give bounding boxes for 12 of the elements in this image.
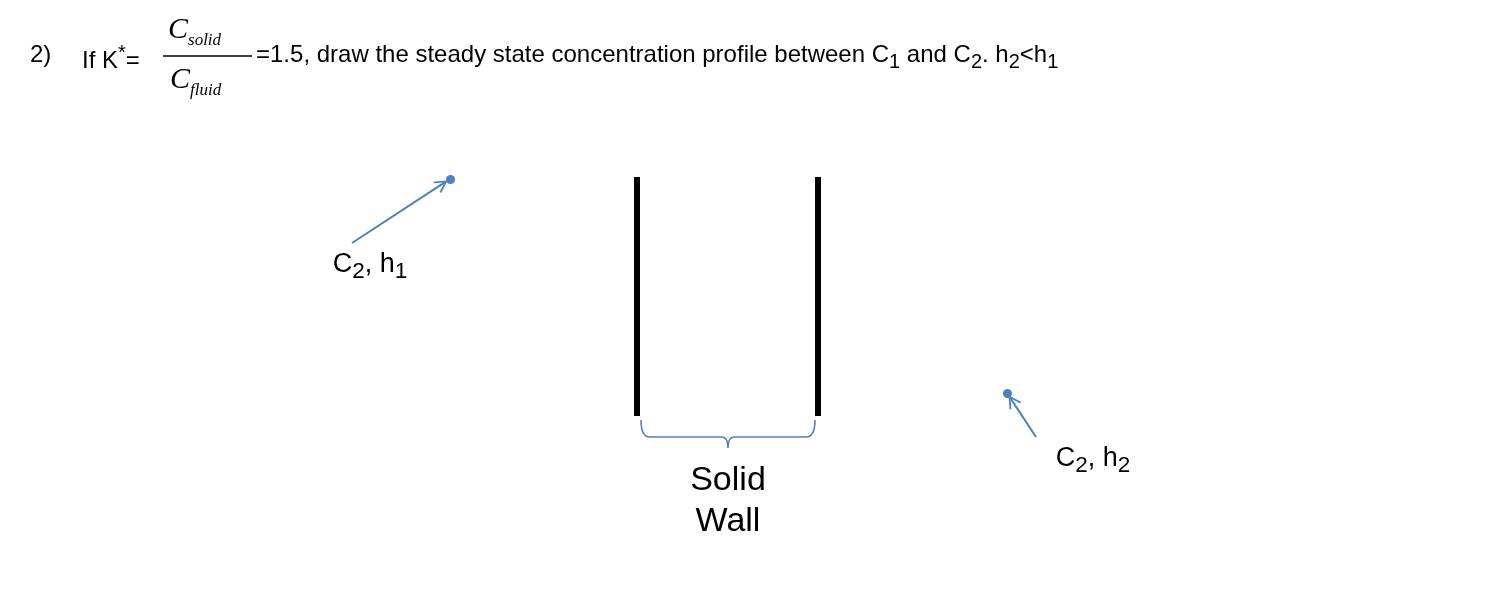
question-text: =1.5, draw the steady state concentration profile between C$_{1}$ and C$_{2}$. h$_{2}$<h$_{1}$	[256, 40, 1059, 73]
numerator: C$_{solid}$	[168, 10, 222, 51]
question-number: 2)	[30, 40, 52, 69]
point-label: C$_{2}$, h$_{2}$	[1036, 437, 1150, 479]
leader-arrow	[351, 180, 448, 244]
point-marker	[445, 174, 455, 184]
formula-text: If K$^{*}$=	[82, 40, 140, 75]
wall-label: Solid Wall	[689, 458, 767, 540]
denominator: C$_{fluid}$	[170, 60, 222, 101]
leader-arrow	[1008, 395, 1037, 438]
point-label: C$_{2}$, h$_{1}$	[306, 243, 434, 285]
point-marker	[1002, 388, 1012, 398]
